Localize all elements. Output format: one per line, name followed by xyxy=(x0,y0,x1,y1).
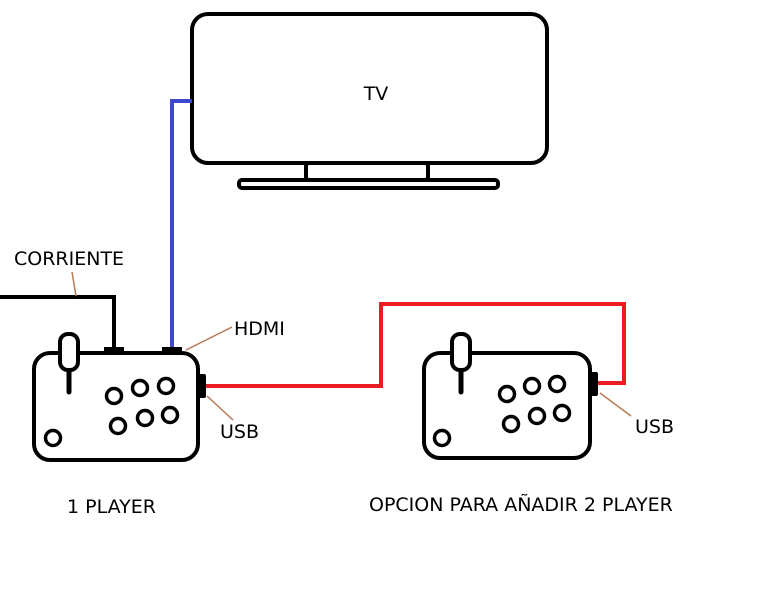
p1-button xyxy=(130,378,150,398)
p1-controller-body xyxy=(32,351,200,462)
p2-button xyxy=(547,374,567,394)
p2-usb-label: USB xyxy=(635,416,674,438)
hdmi-leader-line xyxy=(185,326,233,351)
hdmi-label: HDMI xyxy=(234,318,285,340)
p2-button xyxy=(522,376,542,396)
p1-button xyxy=(108,416,128,436)
p2-button xyxy=(501,414,521,434)
p2-start-button xyxy=(432,428,452,448)
p2-usb-port xyxy=(590,372,598,396)
p2-action-buttons xyxy=(432,374,572,448)
power-leader-line xyxy=(71,271,77,297)
p1-usb-label: USB xyxy=(220,421,259,443)
p1-usb-leader-line xyxy=(206,395,234,421)
p2-controller-body xyxy=(422,351,592,460)
p1-button xyxy=(156,376,176,396)
player1-caption: 1 PLAYER xyxy=(67,496,156,518)
p1-start-button xyxy=(43,428,63,448)
p1-button xyxy=(135,408,155,428)
p1-button xyxy=(160,405,180,425)
tv: TV xyxy=(190,12,549,190)
hdmi-cable xyxy=(170,99,192,350)
player2-caption: OPCION PARA AÑADIR 2 PLAYER xyxy=(369,493,673,516)
player1-controller: USB xyxy=(32,332,259,462)
tv-label: TV xyxy=(363,83,389,105)
power-label: CORRIENTE xyxy=(14,248,124,270)
power-cable xyxy=(0,295,116,350)
p2-button xyxy=(497,384,517,404)
p1-joystick-icon xyxy=(58,332,80,395)
tv-stand-neck xyxy=(304,161,430,182)
p1-button xyxy=(104,386,124,406)
usb-cable xyxy=(206,302,626,388)
p1-action-buttons xyxy=(43,376,180,448)
p2-button xyxy=(527,406,547,426)
tv-stand-base xyxy=(237,178,500,190)
p1-usb-port xyxy=(198,374,206,398)
p2-joystick-icon xyxy=(450,332,472,395)
p2-usb-leader-line xyxy=(599,392,632,417)
player2-controller: USB xyxy=(422,332,674,460)
p2-button xyxy=(552,403,572,423)
